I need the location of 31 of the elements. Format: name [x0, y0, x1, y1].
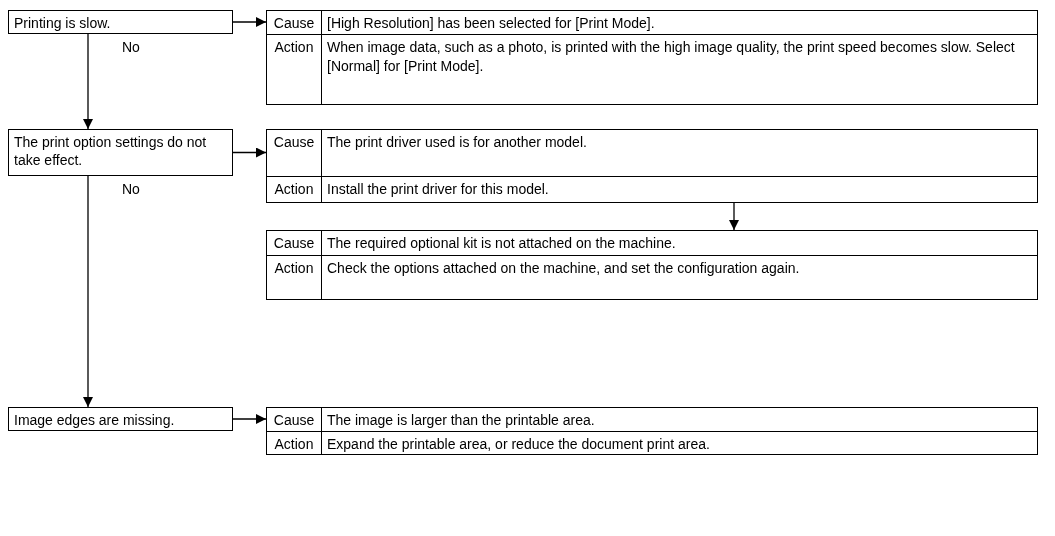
- row-header-cell: Cause: [267, 231, 322, 256]
- row-header-cell: Cause: [267, 11, 322, 35]
- arrow: [232, 17, 267, 27]
- cause-action-table: [266, 230, 1038, 300]
- table-cell-text: When image data, such as a photo, is printed with the high image quality, the print speed becomes slow. Select [Normal] for [Print Mode].: [326, 38, 1016, 76]
- table-cell: The print driver used is for another model.: [322, 130, 1037, 177]
- cause-action-table: [266, 10, 1038, 105]
- arrow: [232, 147, 267, 158]
- table-cell-text: Check the options attached on the machine, and set the configuration again.: [326, 259, 801, 278]
- table-cell-text: Expand the printable area, or reduce the document print area.: [326, 435, 711, 454]
- arrow: [729, 202, 739, 231]
- cause-action-table: [266, 407, 1038, 455]
- cause-action-table: [266, 129, 1038, 203]
- arrow: [83, 33, 93, 130]
- arrow: [232, 414, 267, 424]
- row-header-cell: Action: [267, 432, 322, 454]
- problem-box: Printing is slow.: [8, 10, 233, 34]
- problem-box: The print option settings do not take effect.: [8, 129, 233, 176]
- table-cell: The image is larger than the printable area.: [322, 408, 1037, 432]
- row-header-cell: Action: [267, 35, 322, 104]
- edge-label: No: [120, 181, 142, 197]
- edge-label: No: [120, 39, 142, 55]
- row-header-cell: Cause: [267, 408, 322, 432]
- table-cell: The required optional kit is not attached on the machine.: [322, 231, 1037, 256]
- row-header-cell: Action: [267, 256, 322, 299]
- problem-box: Image edges are missing.: [8, 407, 233, 431]
- table-cell-text: Install the print driver for this model.: [326, 180, 550, 199]
- table-cell: [High Resolution] has been selected for [Print Mode].: [322, 11, 1037, 35]
- row-header-cell: Cause: [267, 130, 322, 177]
- arrow: [83, 175, 93, 408]
- row-header-cell: Action: [267, 177, 322, 202]
